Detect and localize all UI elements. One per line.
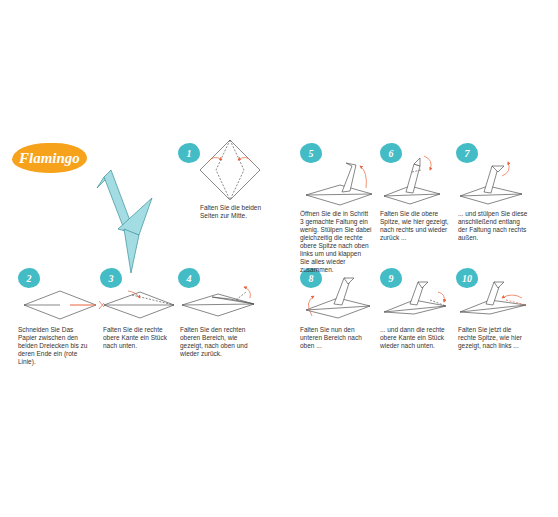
- step-caption: Falten Sie die rechte obere Kante ein St…: [103, 326, 175, 350]
- step-number: 4: [178, 268, 200, 288]
- step-number: 7: [456, 143, 478, 163]
- step-number: 3: [100, 268, 122, 288]
- step-caption: Falten Sie nun den unteren Bereich nach …: [300, 326, 372, 350]
- step-number-text: 6: [389, 148, 394, 159]
- step-7-figure: [460, 162, 522, 204]
- step-4-figure: [182, 287, 254, 316]
- step-number-text: 8: [309, 273, 314, 284]
- step-caption: Falten Sie jetzt die rechte Spitze, wie …: [458, 326, 530, 350]
- step-1-figure: [200, 140, 260, 200]
- step-number-text: 4: [187, 273, 192, 284]
- step-caption: ... und dann die rechte obere Kante ein …: [380, 326, 452, 350]
- step-number: 5: [300, 143, 322, 163]
- step-number: 10: [456, 268, 478, 288]
- step-number-text: 2: [27, 273, 32, 284]
- title-blob: Flamingo: [12, 143, 87, 173]
- step-caption: Falten Sie die beiden Seiten zur Mitte.: [200, 204, 272, 220]
- flamingo-figure: [97, 170, 152, 273]
- step-number-text: 1: [187, 148, 192, 159]
- step-number: 2: [18, 268, 40, 288]
- step-number: 1: [178, 143, 200, 163]
- step-2-figure: [24, 291, 104, 319]
- step-number: 6: [380, 143, 402, 163]
- step-caption: Falten Sie die obere Spitze, wie hier ge…: [380, 210, 452, 242]
- step-number-text: 3: [109, 273, 114, 284]
- step-number: 9: [380, 268, 402, 288]
- step-caption: Öffnen Sie die in Schritt 3 gemachte Fal…: [300, 210, 372, 274]
- step-3-figure: [104, 291, 174, 318]
- step-caption: ... und stülpen Sie diese anschließend e…: [458, 210, 530, 242]
- step-caption: Falten Sie den rechten oberen Bereich, w…: [180, 326, 252, 358]
- step-6-figure: [384, 156, 440, 204]
- title-text: Flamingo: [19, 150, 80, 167]
- step-number-text: 7: [465, 148, 470, 159]
- step-number-text: 10: [462, 273, 472, 284]
- step-number-text: 9: [389, 273, 394, 284]
- step-caption: Schneiden Sie Das Papier zwischen den be…: [18, 326, 90, 366]
- step-5-figure: [306, 163, 372, 205]
- step-number-text: 5: [309, 148, 314, 159]
